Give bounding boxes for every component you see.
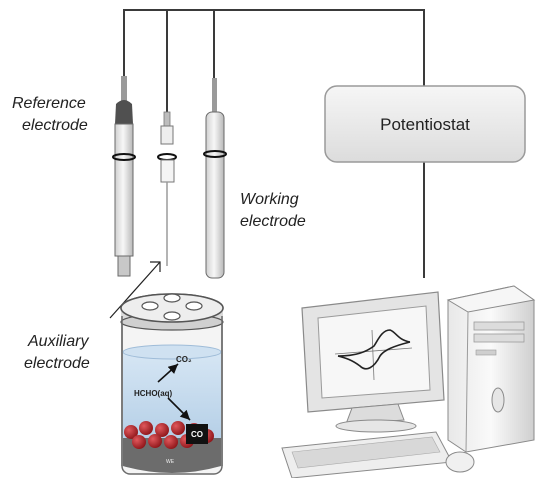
working-electrode	[203, 78, 227, 279]
reference-label-line1: Reference	[12, 95, 86, 112]
connecting-wires	[123, 9, 425, 278]
cyclic-voltammogram-icon	[334, 329, 413, 381]
co2-label: CO₂	[176, 355, 192, 364]
co-label: CO	[191, 430, 203, 439]
hcho-label: HCHO(aq)	[134, 389, 173, 398]
working-label-line2: electrode	[240, 213, 306, 230]
auxiliary-pointer-arrow	[109, 261, 161, 319]
reference-label-line2: electrode	[22, 117, 88, 134]
auxiliary-label-line1: Auxiliary	[27, 333, 89, 350]
auxiliary-electrode	[157, 111, 177, 266]
we-label: WE	[166, 459, 175, 465]
working-label-line1: Working	[240, 191, 299, 208]
auxiliary-label-line2: electrode	[24, 355, 90, 372]
desktop-computer-icon	[281, 285, 536, 478]
reference-electrode	[112, 76, 136, 277]
potentiostat-box: Potentiostat	[324, 85, 526, 163]
reaction-arrows	[157, 363, 191, 421]
potentiostat-label: Potentiostat	[380, 115, 470, 134]
co-badge	[186, 424, 208, 444]
